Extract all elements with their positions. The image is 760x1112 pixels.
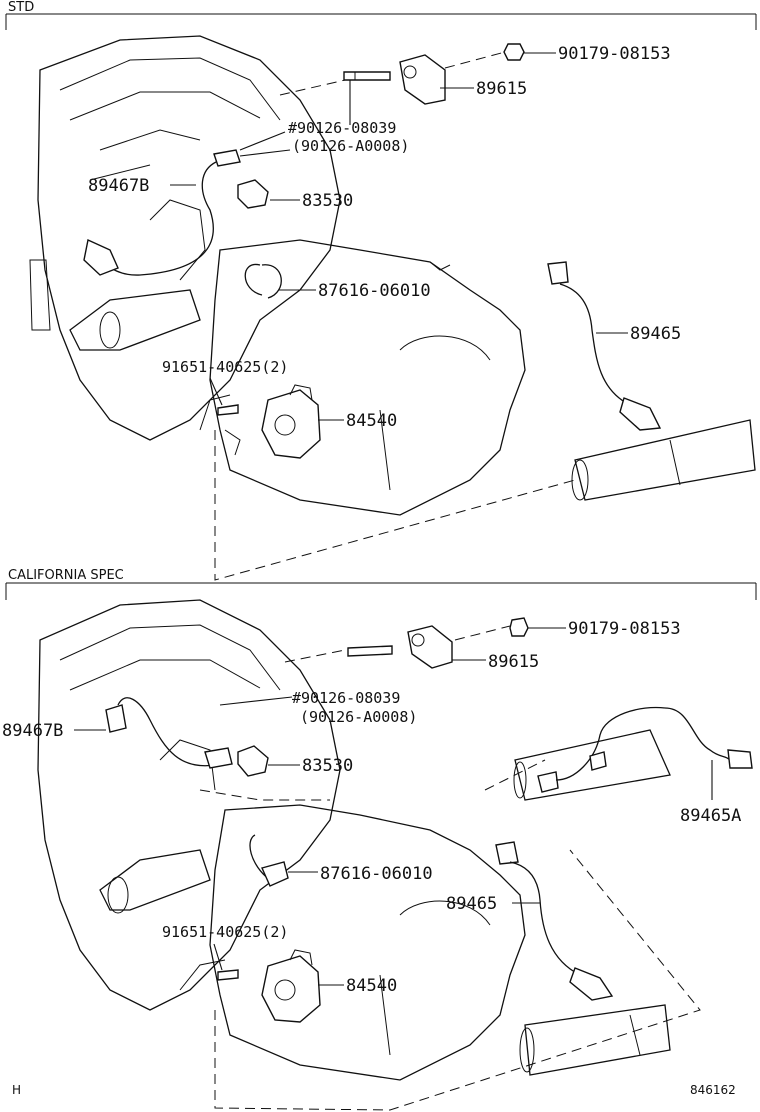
cal-label-83530: 83530 bbox=[302, 756, 353, 776]
std-engine-block bbox=[29, 35, 341, 441]
cal-part-89465A-sensor: 89465A bbox=[537, 706, 753, 826]
std-exhaust-pipe bbox=[571, 419, 756, 501]
cal-part-89465-sensor: 89465 bbox=[446, 841, 614, 1001]
california-section-title: CALIFORNIA SPEC bbox=[8, 568, 124, 583]
cal-part-84540-switch: 84540 bbox=[261, 949, 397, 1023]
cal-part-89615-sensor: 89615 bbox=[407, 625, 539, 672]
cal-part-89467B-sensor: 89467B bbox=[2, 697, 233, 769]
california-section: CALIFORNIA SPEC bbox=[2, 568, 757, 1111]
cal-part-90126-stud: #90126-08039 (90126-A0008) bbox=[219, 645, 417, 726]
std-part-83530-switch: 83530 bbox=[237, 179, 353, 211]
cal-label-90126: #90126-08039 bbox=[292, 689, 400, 707]
std-part-84540-switch: 84540 bbox=[261, 384, 397, 459]
std-part-91651-bolt: 91651-40625(2) bbox=[162, 358, 288, 416]
cal-label-89615: 89615 bbox=[488, 652, 539, 672]
std-label-83530: 83530 bbox=[302, 191, 353, 211]
std-part-89615-sensor: 89615 bbox=[399, 54, 527, 105]
cal-exhaust-pipe-front bbox=[513, 729, 671, 801]
std-label-90126: #90126-08039 bbox=[288, 119, 396, 137]
cal-engine-block bbox=[37, 599, 341, 1011]
std-label-87616: 87616-06010 bbox=[318, 281, 431, 301]
cal-label-91651: 91651-40625(2) bbox=[162, 923, 288, 941]
cal-label-89467B: 89467B bbox=[2, 721, 63, 741]
cal-part-83530-switch: 83530 bbox=[237, 745, 353, 777]
std-transmission bbox=[209, 239, 526, 516]
cal-label-90126b: (90126-A0008) bbox=[300, 708, 417, 726]
std-part-90126-stud: #90126-08039 (90126-A0008) bbox=[239, 71, 409, 157]
cal-part-87616-clamp: 87616-06010 bbox=[249, 834, 433, 887]
std-label-84540: 84540 bbox=[346, 411, 397, 431]
cal-part-90179-nut: 90179-08153 bbox=[509, 617, 681, 639]
std-label-89615: 89615 bbox=[476, 79, 527, 99]
footer-left-code: H bbox=[12, 1083, 21, 1097]
std-part-89467B-sensor: 89467B bbox=[83, 149, 241, 276]
std-part-87616-clamp: 87616-06010 bbox=[244, 263, 431, 301]
std-label-91651: 91651-40625(2) bbox=[162, 358, 288, 376]
std-part-89465-sensor: 89465 bbox=[547, 261, 681, 431]
std-label-90126b: (90126-A0008) bbox=[292, 137, 409, 155]
cal-transmission bbox=[209, 804, 526, 1081]
cal-label-84540: 84540 bbox=[346, 976, 397, 996]
std-label-89465: 89465 bbox=[630, 324, 681, 344]
footer-diagram-number: 846162 bbox=[690, 1083, 736, 1097]
cal-part-91651-bolt: 91651-40625(2) bbox=[162, 923, 288, 981]
std-label-89467B: 89467B bbox=[88, 176, 149, 196]
std-label-90179: 90179-08153 bbox=[558, 44, 671, 64]
std-section: STD bbox=[5, 0, 757, 581]
cal-label-90179: 90179-08153 bbox=[568, 619, 681, 639]
cal-label-89465: 89465 bbox=[446, 894, 497, 914]
cal-label-89465A: 89465A bbox=[680, 806, 741, 826]
cal-exhaust-pipe-rear bbox=[519, 1004, 671, 1076]
std-part-90179-nut: 90179-08153 bbox=[503, 43, 671, 64]
std-section-title: STD bbox=[8, 0, 34, 15]
cal-label-87616: 87616-06010 bbox=[320, 864, 433, 884]
